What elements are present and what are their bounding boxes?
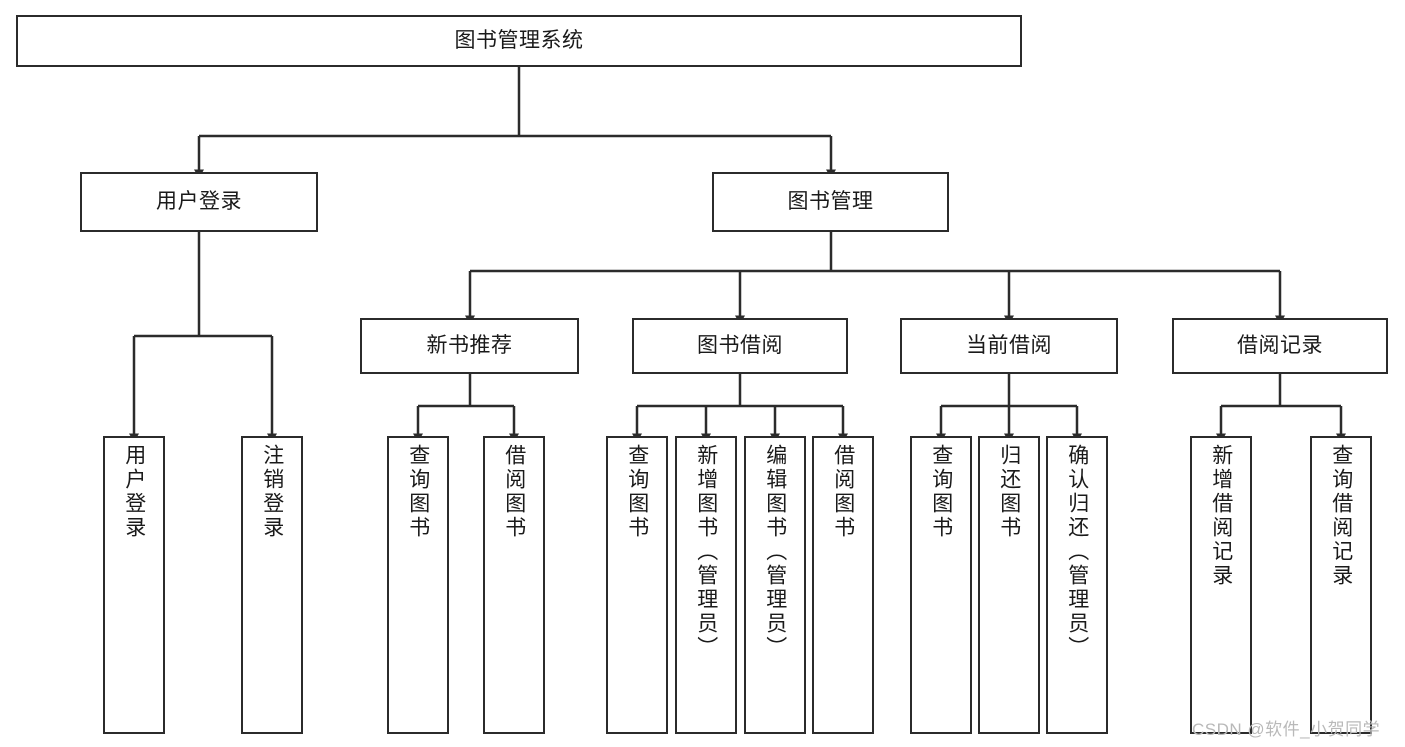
- node-root: 图书管理系统: [16, 15, 1022, 67]
- node-label: 编辑图书（管理员）: [763, 444, 787, 660]
- csdn-watermark: CSDN @软件_小贺同学: [1192, 720, 1381, 739]
- node-leaf-return-book: 归还图书: [978, 436, 1040, 734]
- node-leaf-logout: 注销登录: [241, 436, 303, 734]
- node-label: 注销登录: [260, 444, 284, 540]
- node-leaf-add-book: 新增图书（管理员）: [675, 436, 737, 734]
- node-book-borrow: 图书借阅: [632, 318, 848, 374]
- node-label: 新增图书（管理员）: [694, 444, 718, 660]
- node-label: 借阅图书: [831, 444, 855, 540]
- node-label: 借阅图书: [502, 444, 526, 540]
- node-label: 图书管理系统: [454, 29, 584, 53]
- node-label: 归还图书: [997, 444, 1021, 540]
- node-label: 图书管理: [787, 190, 874, 214]
- node-label: 查询图书: [406, 444, 430, 540]
- node-label: 新书推荐: [426, 334, 513, 358]
- node-current-borrow: 当前借阅: [900, 318, 1118, 374]
- edge-layer: [129, 67, 1346, 443]
- node-leaf-confirm-return: 确认归还（管理员）: [1046, 436, 1108, 734]
- node-label: 当前借阅: [966, 334, 1052, 358]
- node-label: 用户登录: [156, 190, 242, 214]
- node-label: 确认归还（管理员）: [1065, 444, 1089, 660]
- node-leaf-query-record: 查询借阅记录: [1310, 436, 1372, 734]
- node-label: 图书借阅: [697, 334, 783, 358]
- node-label: 借阅记录: [1237, 334, 1323, 358]
- node-label: 查询借阅记录: [1329, 444, 1353, 588]
- node-user-login: 用户登录: [80, 172, 318, 232]
- node-leaf-add-record: 新增借阅记录: [1190, 436, 1252, 734]
- node-leaf-query-book-1: 查询图书: [387, 436, 449, 734]
- node-book-manage: 图书管理: [712, 172, 949, 232]
- node-leaf-query-book-3: 查询图书: [910, 436, 972, 734]
- node-borrow-record: 借阅记录: [1172, 318, 1388, 374]
- node-leaf-user-login: 用户登录: [103, 436, 165, 734]
- node-label: 查询图书: [929, 444, 953, 540]
- node-label: 新增借阅记录: [1209, 444, 1233, 588]
- node-label: 查询图书: [625, 444, 649, 540]
- node-new-book-rec: 新书推荐: [360, 318, 579, 374]
- node-label: 用户登录: [122, 444, 146, 540]
- node-leaf-borrow-book-2: 借阅图书: [812, 436, 874, 734]
- node-leaf-borrow-book-1: 借阅图书: [483, 436, 545, 734]
- node-leaf-edit-book: 编辑图书（管理员）: [744, 436, 806, 734]
- node-leaf-query-book-2: 查询图书: [606, 436, 668, 734]
